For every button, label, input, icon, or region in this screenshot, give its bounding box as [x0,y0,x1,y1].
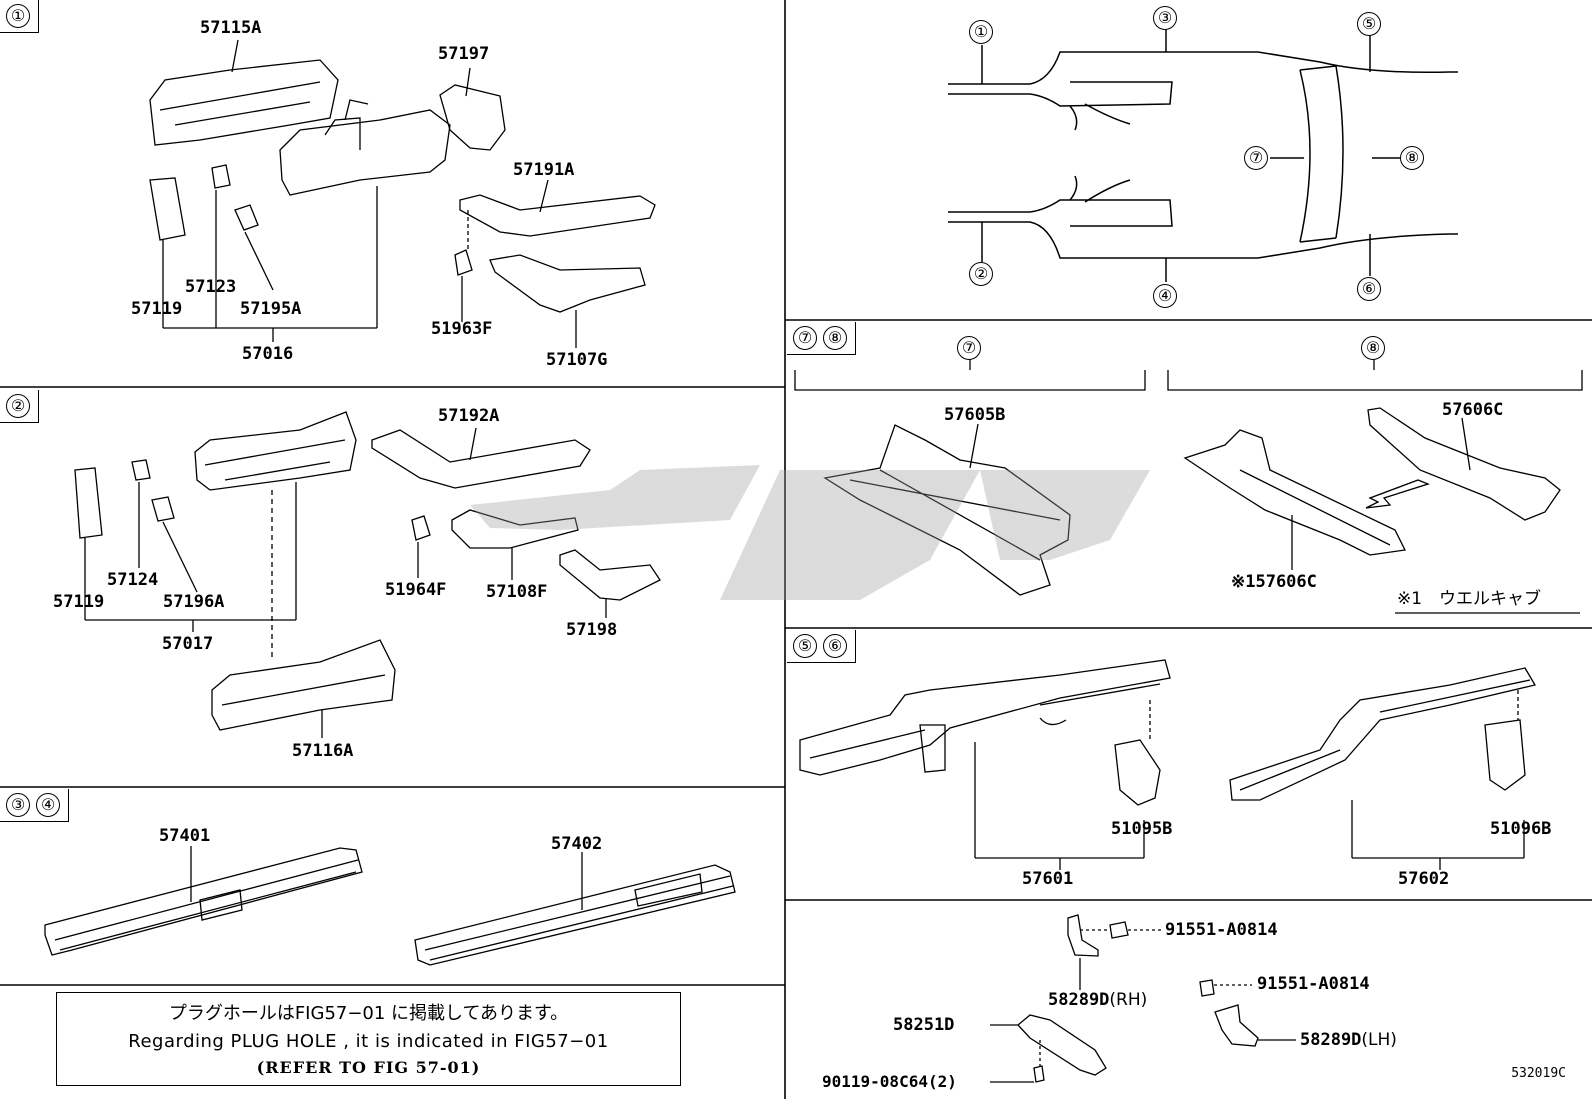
part-57119-lower[interactable]: 57119 [53,592,105,612]
part-51963F[interactable]: 51963F [431,319,493,339]
part-57124[interactable]: 57124 [107,570,159,590]
part-51964F[interactable]: 51964F [385,580,447,600]
part-57402[interactable]: 57402 [551,834,603,854]
part-57116A[interactable]: 57116A [292,741,354,761]
part-91551-A0814-upper[interactable]: 91551-A0814 [1165,920,1278,940]
part-57196A[interactable]: 57196A [163,592,225,612]
group-header-7: ⑦ [957,336,981,360]
part-58289D-lh-number: 58289D [1300,1030,1362,1050]
section-tag-2: ② [0,390,39,423]
part-57606C-welcab[interactable]: ※157606C [1231,572,1317,592]
part-51095B[interactable]: 51095B [1111,819,1173,839]
overview-marker-5: ⑤ [1357,12,1381,36]
part-58289D-rh[interactable]: 58289D(RH) [1048,990,1147,1010]
notice-english: Regarding PLUG HOLE , it is indicated in… [128,1031,609,1052]
overview-marker-7: ⑦ [1244,146,1268,170]
part-91551-A0814-lower[interactable]: 91551-A0814 [1257,974,1370,994]
section34-drawings [44,846,736,966]
part-57197[interactable]: 57197 [438,44,490,64]
figure-code: 532019C [1511,1066,1566,1081]
part-57606C[interactable]: 57606C [1442,400,1504,420]
part-57016[interactable]: 57016 [242,344,294,364]
section-tag-7-8: ⑦ ⑧ [787,322,856,355]
part-57601[interactable]: 57601 [1022,869,1074,889]
part-57017[interactable]: 57017 [162,634,214,654]
part-57195A[interactable]: 57195A [240,299,302,319]
overview-marker-8: ⑧ [1400,146,1424,170]
overview-marker-6: ⑥ [1357,277,1381,301]
part-57108F[interactable]: 57108F [486,582,548,602]
group-header-8: ⑧ [1361,336,1385,360]
part-58251D[interactable]: 58251D [893,1015,955,1035]
part-57191A[interactable]: 57191A [513,160,575,180]
hardware-drawings [990,914,1296,1083]
part-57198[interactable]: 57198 [566,620,618,640]
plug-hole-notice: プラグホールはFIG57−01 に掲載してあります。 Regarding PLU… [56,992,681,1086]
part-58289D-lh[interactable]: 58289D(LH) [1300,1030,1397,1050]
part-58289D-rh-number: 58289D [1048,990,1110,1010]
part-57192A[interactable]: 57192A [438,406,500,426]
watermark-logo [470,465,1150,600]
part-51096B[interactable]: 51096B [1490,819,1552,839]
overview-marker-4: ④ [1153,284,1177,308]
part-57602[interactable]: 57602 [1398,869,1450,889]
overview-marker-3: ③ [1153,6,1177,30]
notice-refer-link[interactable]: (REFER TO FIG 57-01) [256,1058,481,1077]
section-tag-5-6: ⑤ ⑥ [787,630,856,663]
section2-drawings [74,411,661,738]
part-57115A[interactable]: 57115A [200,18,262,38]
frame-overview-drawing [948,30,1458,282]
section56-drawings [799,659,1537,870]
welcab-note: ※1 ウエルキャブ [1397,589,1542,609]
overview-marker-1: ① [969,20,993,44]
section1-drawings [149,39,656,348]
part-57401[interactable]: 57401 [159,826,211,846]
part-57119[interactable]: 57119 [131,299,183,319]
lh-suffix: (LH) [1361,1030,1397,1050]
part-57123[interactable]: 57123 [185,277,237,297]
section-tag-3-4: ③ ④ [0,789,69,822]
overview-marker-2: ② [969,262,993,286]
part-90119-08C64[interactable]: 90119-08C64(2) [822,1072,957,1091]
notice-japanese: プラグホールはFIG57−01 に掲載してあります。 [168,1003,569,1024]
part-57605B[interactable]: 57605B [944,405,1006,425]
part-57107G[interactable]: 57107G [546,350,608,370]
section-tag-1: ① [0,0,39,33]
rh-suffix: (RH) [1109,990,1148,1010]
